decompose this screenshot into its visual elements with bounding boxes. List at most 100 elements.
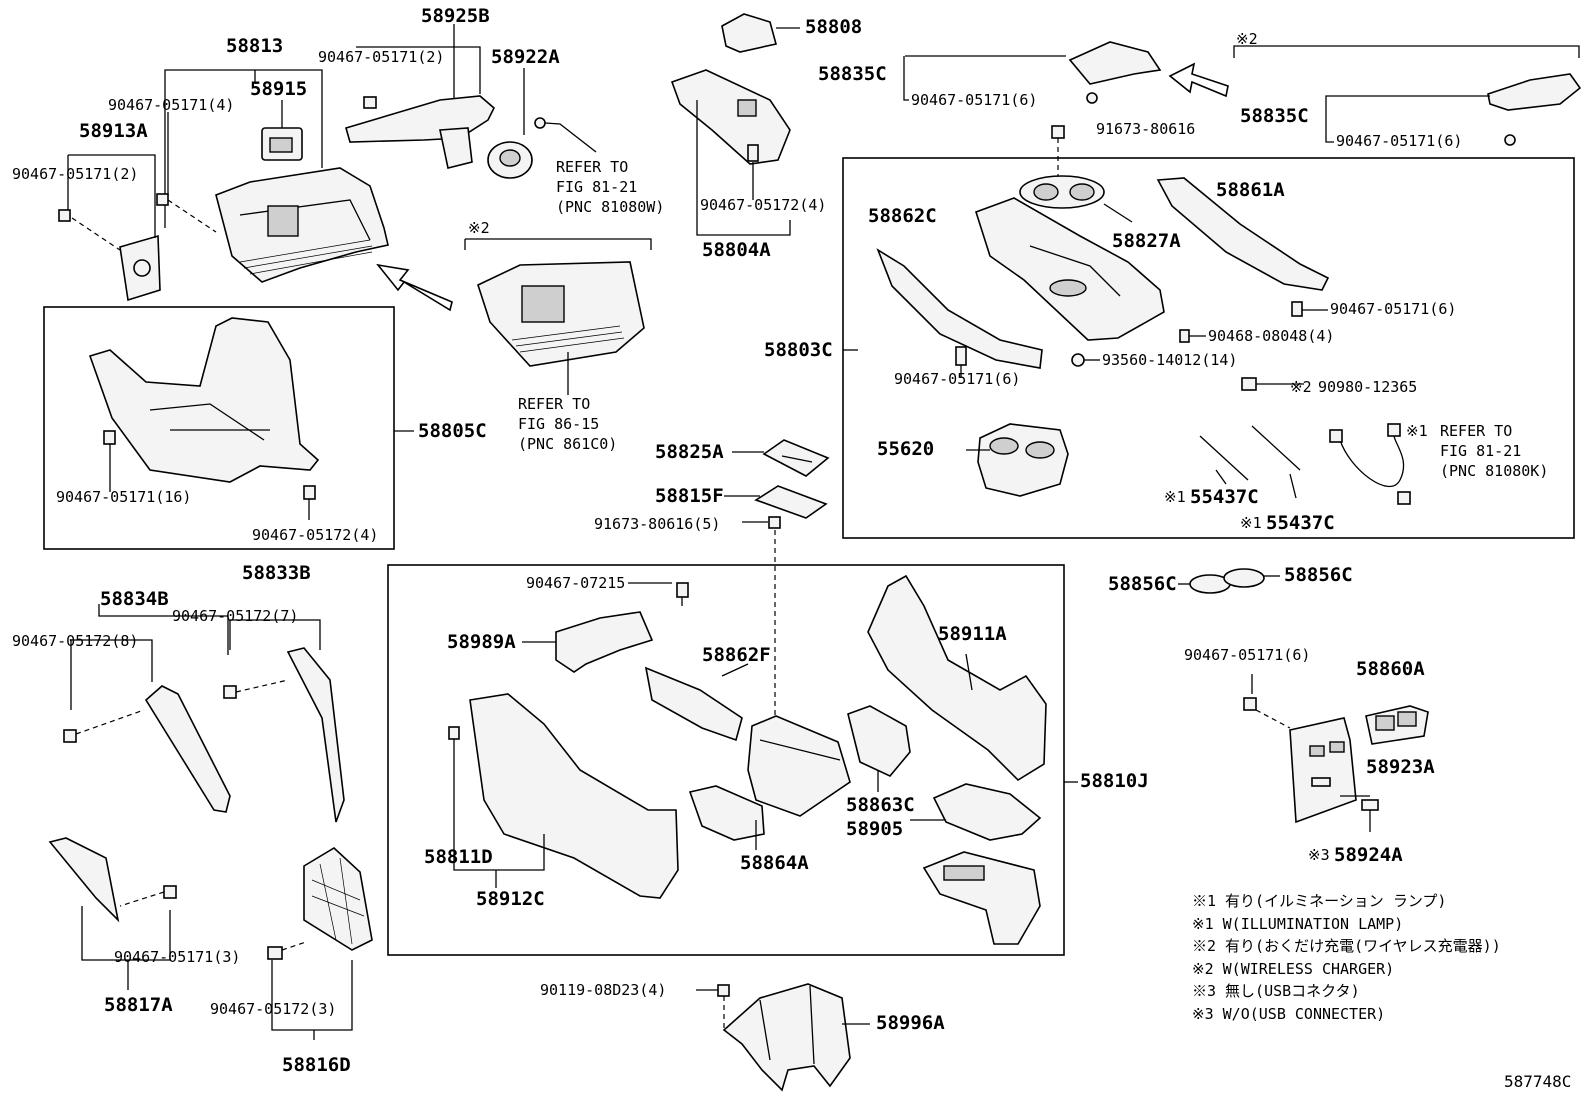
label-90467-05171-6-b: 90467-05171(6) bbox=[1336, 132, 1463, 150]
label-58804A: 58804A bbox=[702, 239, 771, 261]
label-90467-05172-3: 90467-05172(3) bbox=[210, 1000, 337, 1018]
label-90980-12365: 90980-12365 bbox=[1318, 378, 1418, 396]
label-90467-05172-4-top: 90467-05172(4) bbox=[700, 196, 827, 214]
label-58813: 58813 bbox=[226, 35, 284, 57]
label-58816D: 58816D bbox=[282, 1054, 351, 1076]
label-58856C-a: 58856C bbox=[1108, 573, 1177, 595]
refer-81-21-right-line2: FIG 81-21 bbox=[1440, 442, 1522, 460]
part-58925B bbox=[345, 95, 495, 169]
frame-58803C bbox=[842, 157, 1575, 539]
label-58912C: 58912C bbox=[476, 888, 545, 910]
part-58827A bbox=[1019, 175, 1105, 209]
label-58864A: 58864A bbox=[740, 852, 809, 874]
label-58833B: 58833B bbox=[242, 562, 311, 584]
label-58905: 58905 bbox=[846, 818, 904, 840]
part-58825A bbox=[762, 439, 830, 477]
label-58862C: 58862C bbox=[868, 205, 937, 227]
label-58861A: 58861A bbox=[1216, 179, 1285, 201]
label-55437C-a: 55437C bbox=[1190, 486, 1259, 508]
refer-81-21-right-line1: REFER TO bbox=[1440, 422, 1513, 440]
label-58810J: 58810J bbox=[1080, 770, 1149, 792]
label-58924A: 58924A bbox=[1334, 844, 1403, 866]
refer-81-21-right-line3: (PNC 81080K) bbox=[1440, 462, 1549, 480]
part-58817A bbox=[48, 837, 120, 923]
label-58825A: 58825A bbox=[655, 441, 724, 463]
label-58834B: 58834B bbox=[100, 588, 169, 610]
part-58911A bbox=[867, 574, 1047, 782]
label-58827A: 58827A bbox=[1112, 230, 1181, 252]
label-58860A: 58860A bbox=[1356, 658, 1425, 680]
label-90467-05171-3: 90467-05171(3) bbox=[114, 948, 241, 966]
label-58925B: 58925B bbox=[421, 5, 490, 27]
label-90467-07215: 90467-07215 bbox=[526, 574, 626, 592]
mark-n2-top-right: ※2 bbox=[1236, 30, 1258, 48]
part-58863C bbox=[847, 705, 911, 777]
part-58996A bbox=[722, 983, 851, 1092]
refer-86-15-line3: (PNC 861C0) bbox=[518, 435, 618, 453]
mark-n1-55437C-a: ※1 bbox=[1164, 488, 1186, 506]
legend-line-6: ※3 W/O(USB CONNECTER) bbox=[1192, 1004, 1386, 1023]
part-58989A bbox=[555, 611, 654, 673]
label-58923A: 58923A bbox=[1366, 756, 1435, 778]
part-center-console-cover bbox=[975, 197, 1165, 341]
part-58834B bbox=[144, 685, 231, 813]
part-58813 bbox=[215, 167, 389, 283]
mark-n2-90980: ※2 bbox=[1290, 378, 1312, 396]
refer-81-21-top-line2: FIG 81-21 bbox=[556, 178, 638, 196]
mark-n1-refer: ※1 bbox=[1406, 422, 1428, 440]
label-58863C: 58863C bbox=[846, 794, 915, 816]
part-58856C bbox=[1189, 568, 1265, 594]
label-90467-05171-2-top: 90467-05171(2) bbox=[318, 48, 445, 66]
label-58989A: 58989A bbox=[447, 631, 516, 653]
label-90119-08D23-4: 90119-08D23(4) bbox=[540, 981, 667, 999]
part-58835C-b bbox=[1487, 73, 1582, 111]
arrow-to-58835C bbox=[1168, 62, 1229, 98]
label-58835C-b: 58835C bbox=[1240, 105, 1309, 127]
label-58856C-b: 58856C bbox=[1284, 564, 1353, 586]
mark-n3-58924A: ※3 bbox=[1308, 846, 1330, 864]
label-58815F: 58815F bbox=[655, 485, 724, 507]
label-58817A: 58817A bbox=[104, 994, 173, 1016]
refer-81-21-top-line3: (PNC 81080W) bbox=[556, 198, 665, 216]
label-90468-08048-4: 90468-08048(4) bbox=[1208, 327, 1335, 345]
label-90467-05171-4: 90467-05171(4) bbox=[108, 96, 235, 114]
part-58862F bbox=[644, 666, 743, 742]
label-91673-80616: 91673-80616 bbox=[1096, 120, 1196, 138]
mark-n1-55437C-b: ※1 bbox=[1240, 514, 1262, 532]
legend-line-4: ※2 W(WIRELESS CHARGER) bbox=[1192, 959, 1395, 978]
part-58905 bbox=[932, 783, 1042, 841]
label-90467-05171-6-e: 90467-05171(6) bbox=[1184, 646, 1311, 664]
part-58922A bbox=[487, 141, 533, 179]
part-58864A bbox=[688, 785, 765, 841]
arrow-to-58813 bbox=[376, 263, 453, 312]
diagram-id: 587748C bbox=[1504, 1072, 1572, 1091]
label-58913A: 58913A bbox=[79, 120, 148, 142]
part-58860A bbox=[1365, 705, 1429, 745]
refer-86-15-line2: FIG 86-15 bbox=[518, 415, 600, 433]
part-58805C bbox=[88, 317, 320, 483]
part-58915 bbox=[261, 127, 303, 161]
part-55620 bbox=[977, 423, 1069, 497]
label-90467-05171-16: 90467-05171(16) bbox=[56, 488, 192, 506]
part-58862C bbox=[876, 248, 1043, 369]
label-91673-80616-5: 91673-80616(5) bbox=[594, 515, 721, 533]
part-58835C-a bbox=[1068, 41, 1162, 85]
part-58912C bbox=[469, 693, 679, 899]
frame-58810J bbox=[387, 564, 1065, 956]
label-90467-05172-7: 90467-05172(7) bbox=[172, 607, 299, 625]
label-58922A: 58922A bbox=[491, 46, 560, 68]
label-58803C: 58803C bbox=[764, 339, 833, 361]
refer-86-15-line1: REFER TO bbox=[518, 395, 591, 413]
label-90467-05172-8: 90467-05172(8) bbox=[12, 632, 139, 650]
refer-81-21-top-line1: REFER TO bbox=[556, 158, 629, 176]
frame-58805C bbox=[43, 306, 395, 550]
label-55437C-b: 55437C bbox=[1266, 512, 1335, 534]
part-wireless-charger-box bbox=[477, 261, 645, 367]
label-58915: 58915 bbox=[250, 78, 308, 100]
label-90467-05171-6-c: 90467-05171(6) bbox=[1330, 300, 1457, 318]
label-93560-14012-14: 93560-14012(14) bbox=[1102, 351, 1238, 369]
legend-line-3: ※2 有り(おくだけ充電(ワイヤレス充電器)) bbox=[1192, 937, 1501, 956]
label-58835C-a: 58835C bbox=[818, 63, 887, 85]
